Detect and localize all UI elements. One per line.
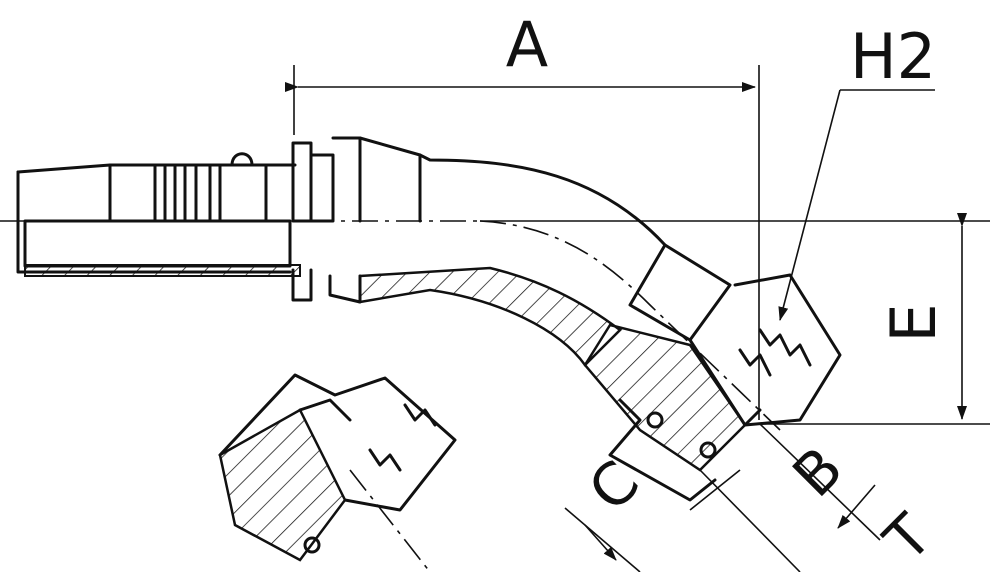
detail-view	[218, 373, 457, 572]
leader-h2: H2	[778, 20, 936, 321]
stem-wall-section	[24, 264, 301, 277]
dimension-c: C	[564, 447, 741, 572]
hose-stem	[16, 152, 297, 274]
label-h2: H2	[850, 20, 936, 93]
label-a: A	[506, 8, 548, 81]
label-t: T	[871, 501, 945, 572]
dimension-e: E	[480, 213, 990, 425]
label-e: E	[877, 303, 950, 342]
centerline-bend	[479, 220, 781, 431]
collar	[291, 136, 362, 304]
dimension-a: A	[285, 8, 760, 420]
label-b: B	[780, 434, 856, 510]
dimension-b: B	[759, 423, 881, 541]
hex-nut	[583, 243, 842, 502]
label-c: C	[575, 447, 652, 524]
